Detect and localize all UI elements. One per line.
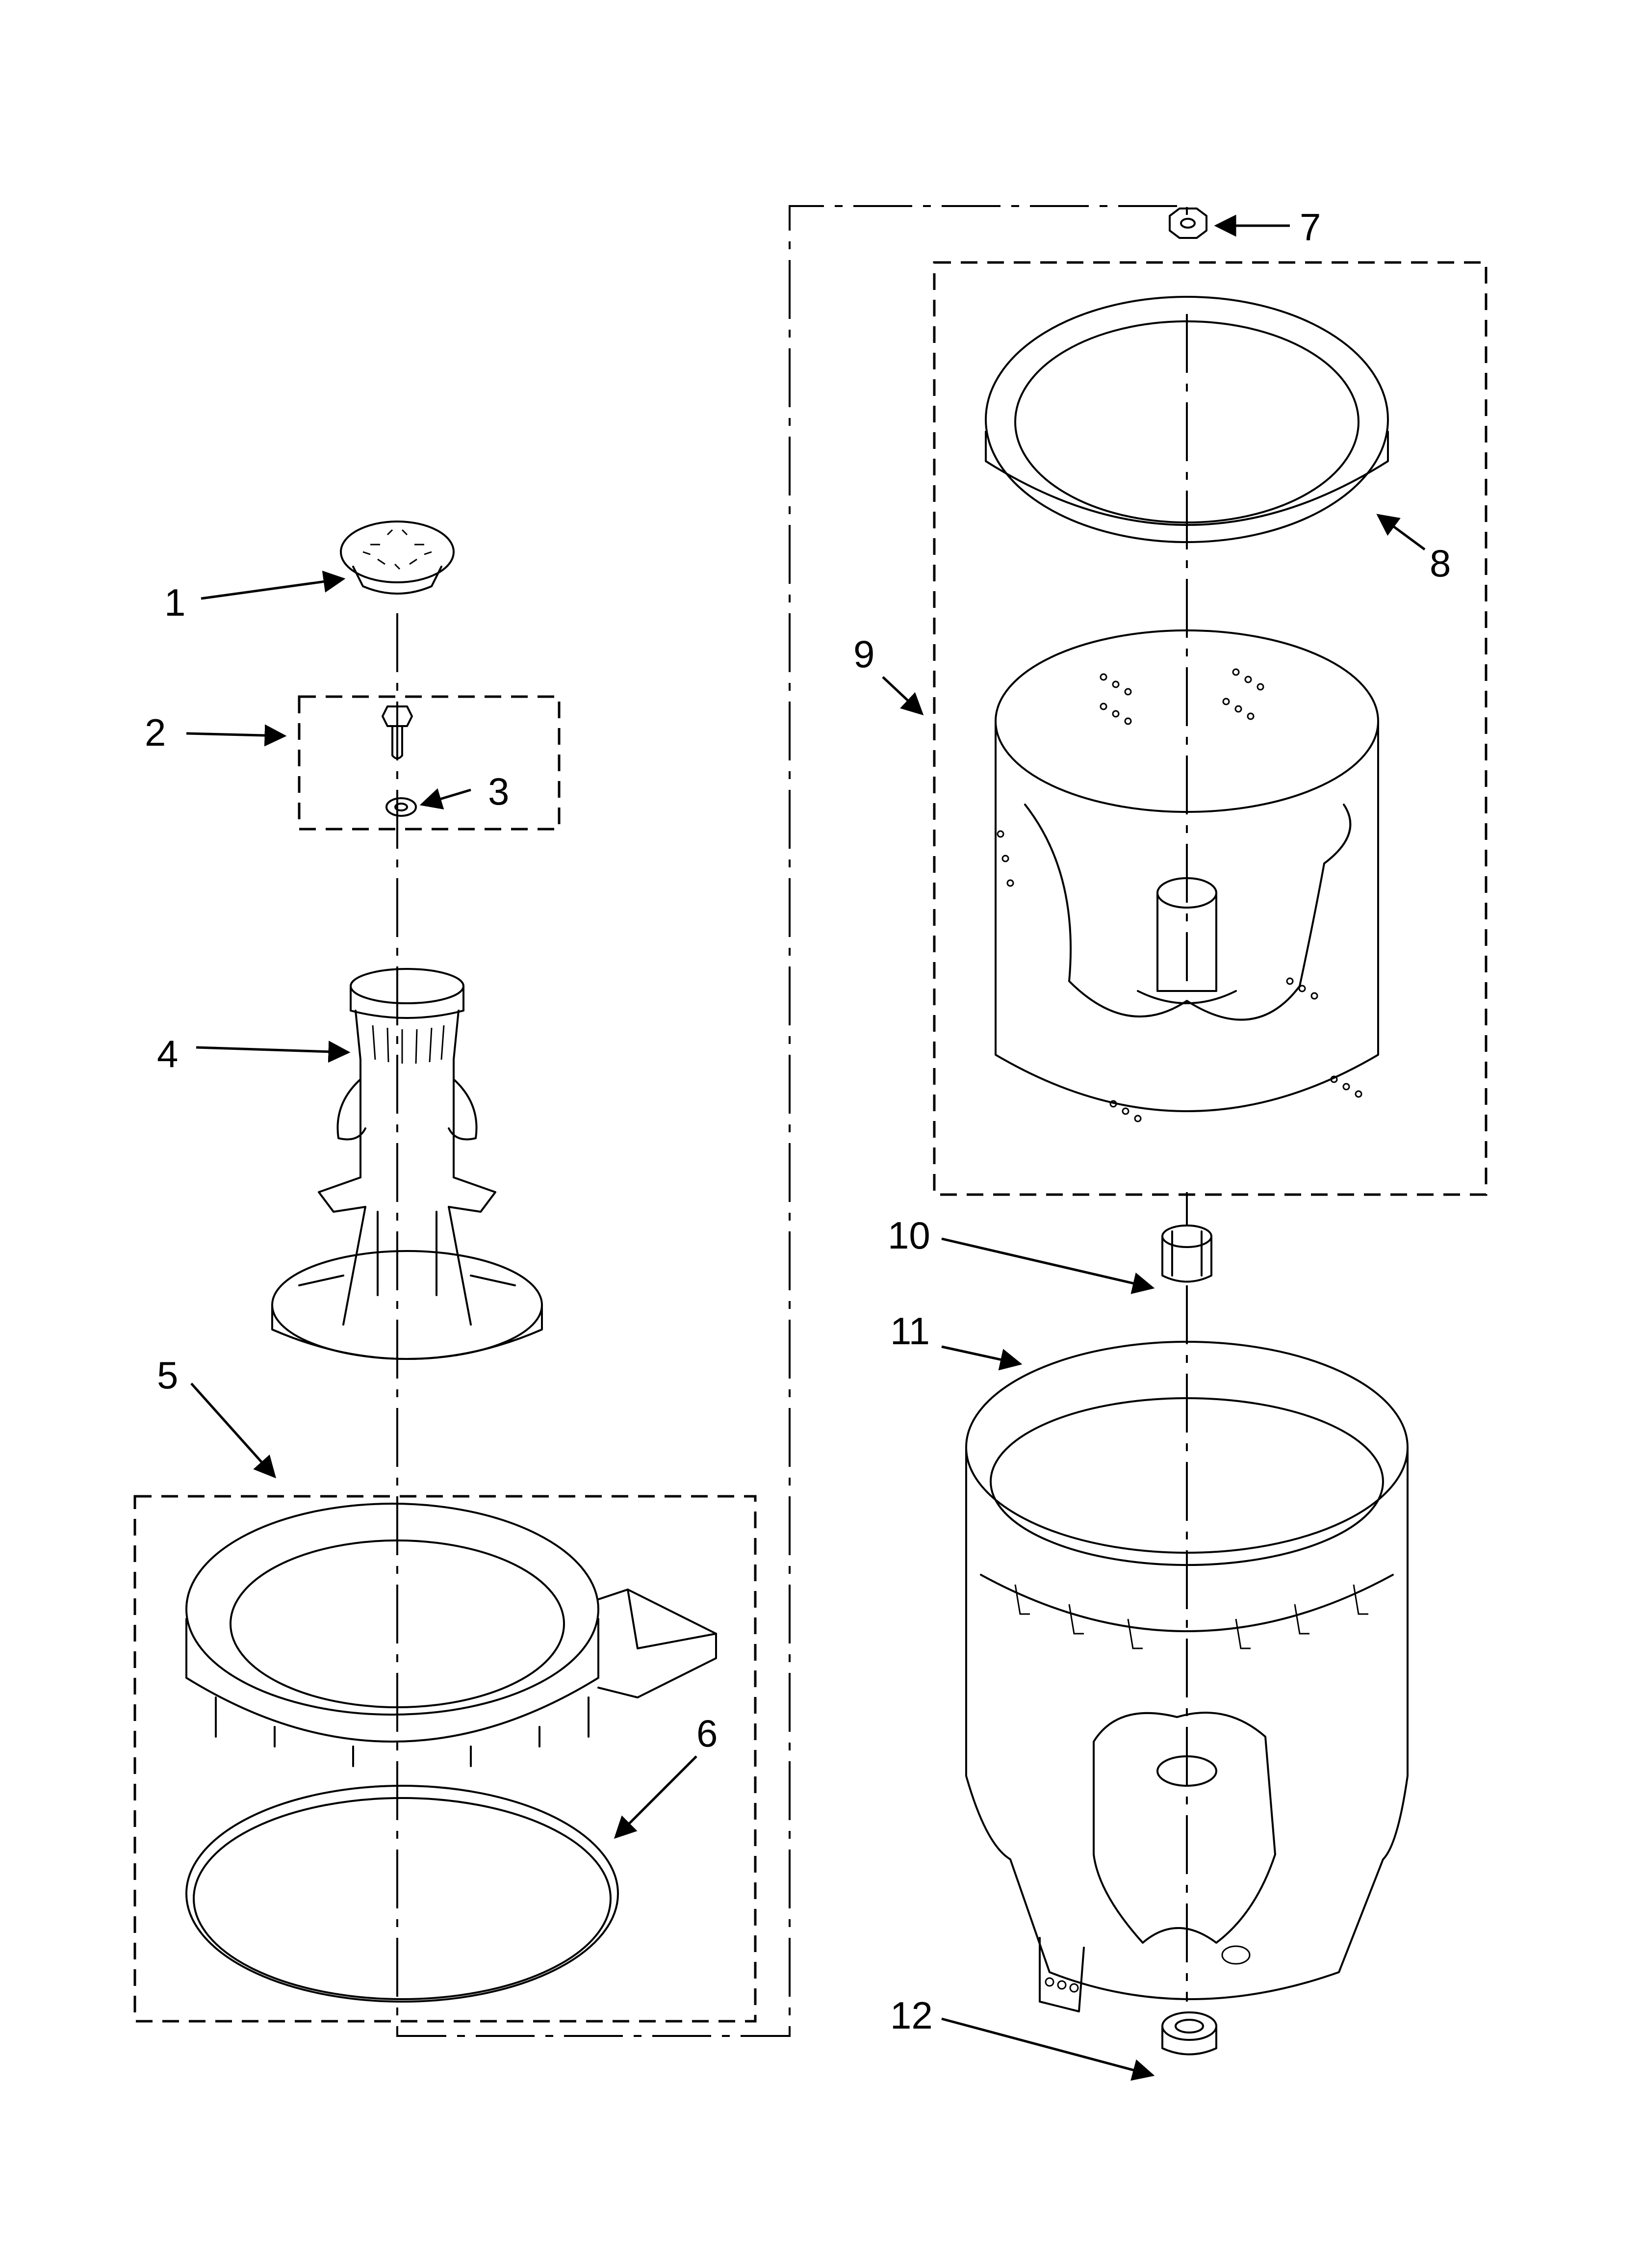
bolt-kit-part bbox=[298, 695, 561, 831]
callout-labels: 1 2 3 4 5 6 7 8 9 10 11 12 bbox=[145, 206, 1451, 2037]
leader-lines bbox=[186, 214, 1426, 2081]
tub-ring-part bbox=[133, 1495, 757, 2023]
callout-9: 9 bbox=[853, 632, 874, 676]
basket-part bbox=[933, 261, 1488, 1196]
callout-10: 10 bbox=[888, 1214, 930, 1257]
assembly-centerline bbox=[396, 205, 1188, 2037]
basket-perforations bbox=[997, 668, 1362, 1122]
hub-part bbox=[1161, 1225, 1212, 1283]
callout-6: 6 bbox=[696, 1712, 718, 1755]
callout-1: 1 bbox=[164, 581, 185, 624]
callout-7: 7 bbox=[1300, 206, 1321, 249]
callout-12: 12 bbox=[890, 1994, 933, 2037]
agitator-cap-part bbox=[340, 521, 455, 595]
drive-nut-part bbox=[1169, 208, 1207, 239]
callout-3: 3 bbox=[488, 770, 509, 813]
grommet-part bbox=[1161, 2011, 1217, 2056]
callout-5: 5 bbox=[157, 1354, 178, 1397]
callout-2: 2 bbox=[145, 711, 166, 754]
callout-11: 11 bbox=[890, 1309, 930, 1353]
callout-8: 8 bbox=[1430, 542, 1451, 585]
callout-4: 4 bbox=[157, 1032, 178, 1075]
agitator-part bbox=[271, 968, 543, 1360]
outer-tub-part bbox=[965, 1341, 1409, 2012]
